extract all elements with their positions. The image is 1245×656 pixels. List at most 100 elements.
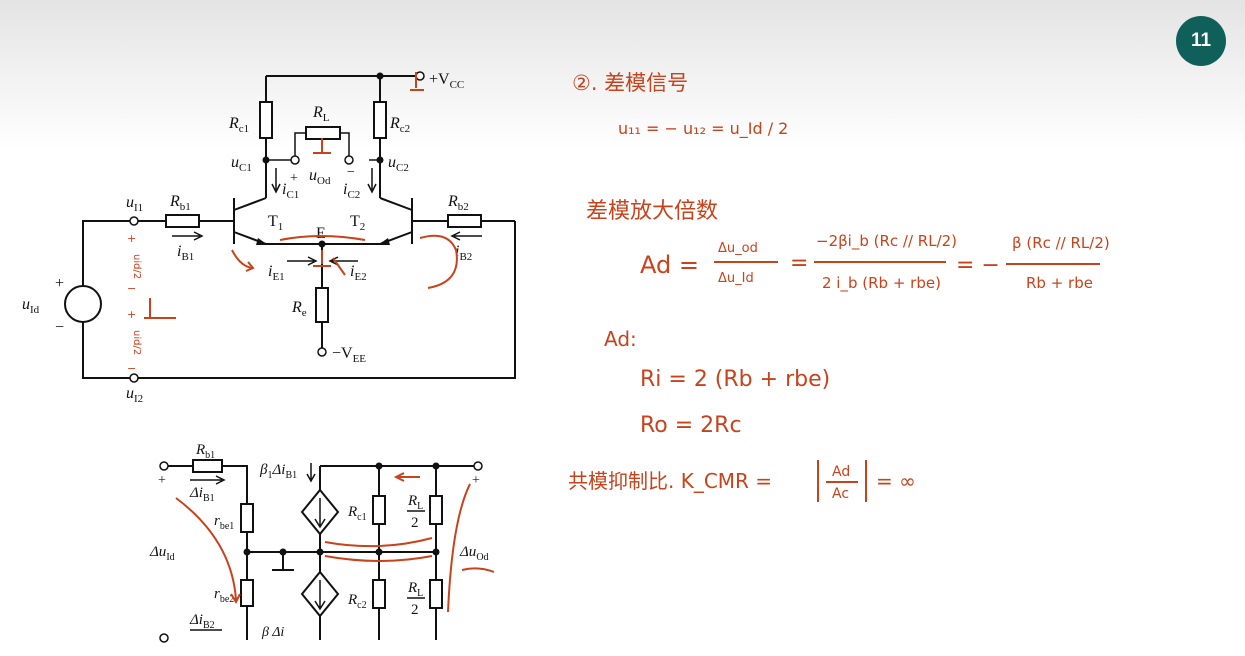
eq-rb1-label: Rb1 (195, 442, 215, 461)
loop-arrow-bottom (324, 555, 433, 562)
rc1-label: Rc1 (228, 115, 249, 135)
eq-input-wire (168, 465, 248, 640)
rail-arrow (393, 472, 420, 482)
minus-bottom: − (127, 362, 136, 375)
ib2-arrow (450, 231, 482, 241)
ad-f3-num: β (Rc // RL/2) (1012, 234, 1110, 252)
ui1-terminal (129, 216, 139, 226)
cmrr-den: Ac (832, 486, 849, 502)
ui1-label: uI1 (126, 194, 143, 214)
uod-plus: + (290, 171, 298, 186)
ie2-label: iE2 (350, 263, 367, 283)
rl-ground-mark (313, 138, 331, 154)
left-loop-wire (82, 220, 130, 379)
eq-rl1-label: RL (407, 493, 423, 512)
vee-label: −VEE (332, 345, 366, 365)
eq-rl2-den: 2 (411, 602, 419, 618)
vcc-terminal (415, 71, 425, 81)
rc1-resistor (259, 101, 273, 139)
eq-rl1-resistor (429, 495, 443, 525)
eq-rc2-resistor (372, 579, 386, 609)
output-terminal (473, 461, 483, 471)
eq-rbe1-label: rbe1 (214, 513, 234, 532)
output-arrow (447, 483, 471, 613)
duod-underline (461, 567, 495, 573)
cs2-label: β Δi (261, 625, 284, 640)
t2-collector (379, 197, 413, 211)
vee-terminal (317, 347, 327, 357)
note-heading: ②. 差模信号 (572, 71, 688, 95)
ad-label: Ad: (604, 327, 637, 351)
ri-formula: Ri = 2 (Rb + rbe) (640, 367, 830, 392)
current-arrow-right (419, 234, 458, 289)
eq-dib1-label: ΔiB1 (189, 485, 215, 504)
eq-rbe2-label: rbe2 (214, 586, 234, 605)
junction (243, 548, 251, 556)
rl-label: RL (312, 104, 330, 124)
rb1-label: Rb1 (169, 193, 191, 213)
ad-eq2: = − (956, 253, 1000, 278)
eq-out-plus: + (472, 473, 480, 488)
uc2-label: uC2 (388, 154, 409, 174)
eq-ground (272, 552, 294, 571)
differential-amplifier-circuit: +VCC Rc1 Rc2 RL uC1 uC2 + − uOd iC1 iC2 (22, 71, 516, 405)
ui2-label: uI2 (126, 385, 143, 405)
minus-top: − (127, 282, 136, 295)
e-ground-mark (313, 250, 331, 267)
handwritten-notes: ②. 差模信号 u₁₁ = − u₁₂ = u_Id / 2 差模放大倍数 Ad… (568, 71, 1110, 502)
circuit-annotations: + − + − uid/2 uid/2 (127, 72, 458, 375)
ic2-arrow (367, 168, 377, 194)
ic2-label: iC2 (343, 181, 360, 201)
rb1-resistor (165, 214, 200, 228)
ib1-arrow (172, 231, 204, 241)
uod-minus: − (347, 165, 355, 180)
input-terminal-top (159, 461, 169, 471)
equivalent-annotations (175, 472, 495, 613)
rb2-resistor (447, 214, 482, 228)
cs1-diamond (300, 488, 340, 536)
cs1-label: β1ΔiB1 (259, 462, 297, 481)
eq-duod-label: ΔuOd (459, 544, 489, 563)
ad-f3-den: Rb + rbe (1026, 274, 1093, 292)
right-loop-wire (138, 221, 516, 379)
eq-dib1-arrow (190, 475, 226, 485)
t1-label: T1 (268, 213, 283, 233)
ad-eq1: = (790, 251, 808, 276)
src-arrow (306, 463, 316, 483)
cmrr-formula: 共模抑制比. K_CMR = (568, 469, 772, 493)
t2-label: T2 (350, 213, 365, 233)
rc2-label: Rc2 (389, 115, 410, 135)
ic1-label: iC1 (282, 181, 299, 201)
uid-label: uId (22, 296, 40, 316)
uc1-label: uC1 (231, 154, 252, 174)
t1-collector (233, 197, 267, 211)
ui2-terminal (129, 373, 139, 383)
cmrr-value: = ∞ (876, 469, 916, 493)
eq-rb1-resistor (192, 459, 223, 473)
half-uid-top: uid/2 (131, 254, 142, 279)
re-label: Re (291, 299, 307, 319)
eq-plus: + (158, 473, 166, 488)
ie1-arrow (287, 256, 318, 266)
t1-emitter-arrow (256, 238, 268, 245)
ad-lhs: Ad = (640, 251, 699, 279)
equivalent-circuit: + Rb1 ΔiB1 rbe1 rbe2 ΔuId ΔiB2 + β1ΔiB1 (149, 442, 489, 643)
uid-plus: + (55, 275, 64, 292)
cs2-diamond (300, 570, 340, 618)
eq-rl1-den: 2 (411, 515, 419, 531)
vcc-label: +VCC (429, 71, 464, 91)
cs1-arrow (314, 498, 326, 529)
uod-label: uOd (309, 167, 331, 187)
input-current-arrow (175, 497, 241, 605)
input-terminal-bottom (159, 633, 169, 643)
eq-rc2-label: Rc2 (347, 592, 367, 611)
uid-source (64, 285, 102, 323)
ad-f1-den: Δu_Id (718, 271, 754, 286)
output-terminal-right (344, 155, 354, 165)
ad-f2-num: −2βi_b (Rc // RL/2) (816, 232, 957, 251)
plus-top: + (127, 232, 136, 245)
t1-emitter (233, 231, 322, 245)
loop-arrow-top (324, 537, 433, 548)
cs2-arrow (314, 580, 326, 611)
